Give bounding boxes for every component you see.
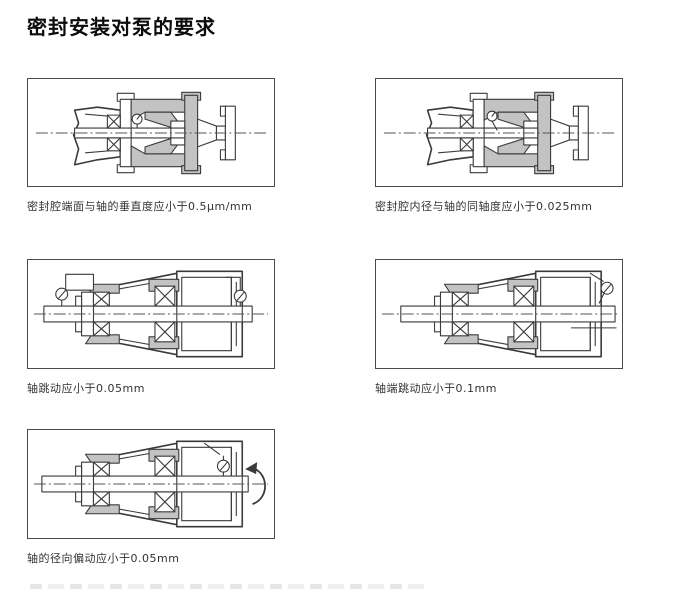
diagram-frame [27, 429, 275, 539]
figure-caption: 轴跳动应小于0.05mm [27, 382, 145, 395]
figure-seal-bore-coaxiality: 密封腔内径与轴的同轴度应小于0.025mm [375, 78, 623, 214]
bearing-bracket-diagram [33, 270, 269, 358]
housing-shading [443, 278, 539, 350]
figure-shaft-end-runout: 轴端跳动应小于0.1mm [375, 259, 623, 396]
figure-caption: 轴端跳动应小于0.1mm [375, 382, 497, 395]
bearing-bracket-diagram [381, 270, 619, 358]
pump-casing [130, 91, 202, 175]
diagram-frame [27, 78, 275, 187]
figure-caption: 密封腔端面与轴的垂直度应小于0.5μm/mm [27, 200, 253, 213]
dial-indicator-icon [589, 272, 614, 304]
pump-cross-section-diagram [383, 91, 617, 175]
pump-cross-section-diagram [35, 91, 267, 175]
dial-indicator-icon [131, 113, 143, 129]
dial-indicator-icon [486, 110, 498, 131]
dial-indicator-icon [225, 276, 247, 307]
rotation-arrow-icon [245, 462, 266, 505]
dial-indicator-icon [55, 273, 95, 307]
figure-shaft-runout: 轴跳动应小于0.05mm [27, 259, 275, 396]
figure-caption: 密封腔内径与轴的同轴度应小于0.025mm [375, 200, 593, 213]
dial-indicator-icon [204, 442, 230, 477]
diagram-frame [375, 259, 623, 369]
diagram-frame [27, 259, 275, 369]
bearing-bracket-diagram [33, 440, 269, 528]
cropped-text-remnant [30, 584, 430, 589]
figure-caption: 轴的径向偏动应小于0.05mm [27, 552, 180, 565]
diagram-frame [375, 78, 623, 187]
figure-seal-face-perpendicularity: 密封腔端面与轴的垂直度应小于0.5μm/mm [27, 78, 275, 214]
page-title: 密封安装对泵的要求 [27, 15, 216, 39]
figure-shaft-radial-deflection: 轴的径向偏动应小于0.05mm [27, 429, 275, 566]
